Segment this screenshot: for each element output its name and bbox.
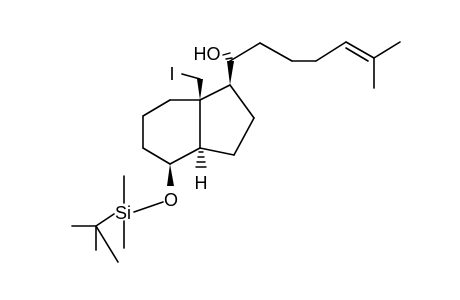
atom-label-ring-junction-h: H — [195, 173, 208, 193]
side-chain — [222, 41, 401, 89]
silyl-ether-group — [71, 164, 174, 263]
atom-label-hydroxyl: HO — [194, 44, 221, 64]
bond-c7-c6 — [229, 84, 255, 119]
bond-c4-c5 — [315, 41, 347, 62]
bond-c3-c4 — [142, 147, 171, 165]
atom-labels: I HO H O Si — [115, 44, 221, 223]
bond-c7a-c7 — [199, 84, 231, 101]
bond-c2-c3 — [259, 42, 293, 62]
double-bond-inner — [345, 47, 369, 62]
cyclohexane-ring — [142, 99, 201, 165]
bond-c5-c3a — [199, 147, 235, 156]
bond-c1-c2 — [142, 99, 171, 117]
ring-junction-hydrogen — [195, 151, 207, 168]
bond-si-tbutyl — [95, 213, 115, 227]
atom-label-ether-oxygen: O — [164, 190, 178, 210]
bond-carbinol-c2 — [229, 42, 261, 62]
bond-c4-c3a — [169, 147, 201, 165]
bond-o-si — [133, 201, 164, 213]
bond-tbutyl-me-down — [95, 225, 119, 263]
atom-label-iodine: I — [169, 64, 174, 84]
cyclopentane-ring — [199, 84, 255, 156]
atom-label-silicon: Si — [115, 203, 131, 223]
iodomethyl-group — [181, 73, 203, 100]
hash-bond-hydroxyl-3 — [222, 52, 231, 56]
bond-c6-methyl-b — [373, 41, 401, 59]
double-bond-outer — [345, 41, 375, 59]
bond-c6-c5 — [233, 117, 255, 156]
wedge-bond-oxygen — [167, 164, 174, 186]
hash-bond-hydroxyl-2 — [225, 57, 233, 60]
bond-ch2-iodine — [181, 73, 201, 80]
wedge-bond-side-chain — [227, 61, 234, 85]
wedge-bond-iodomethyl — [197, 79, 203, 100]
